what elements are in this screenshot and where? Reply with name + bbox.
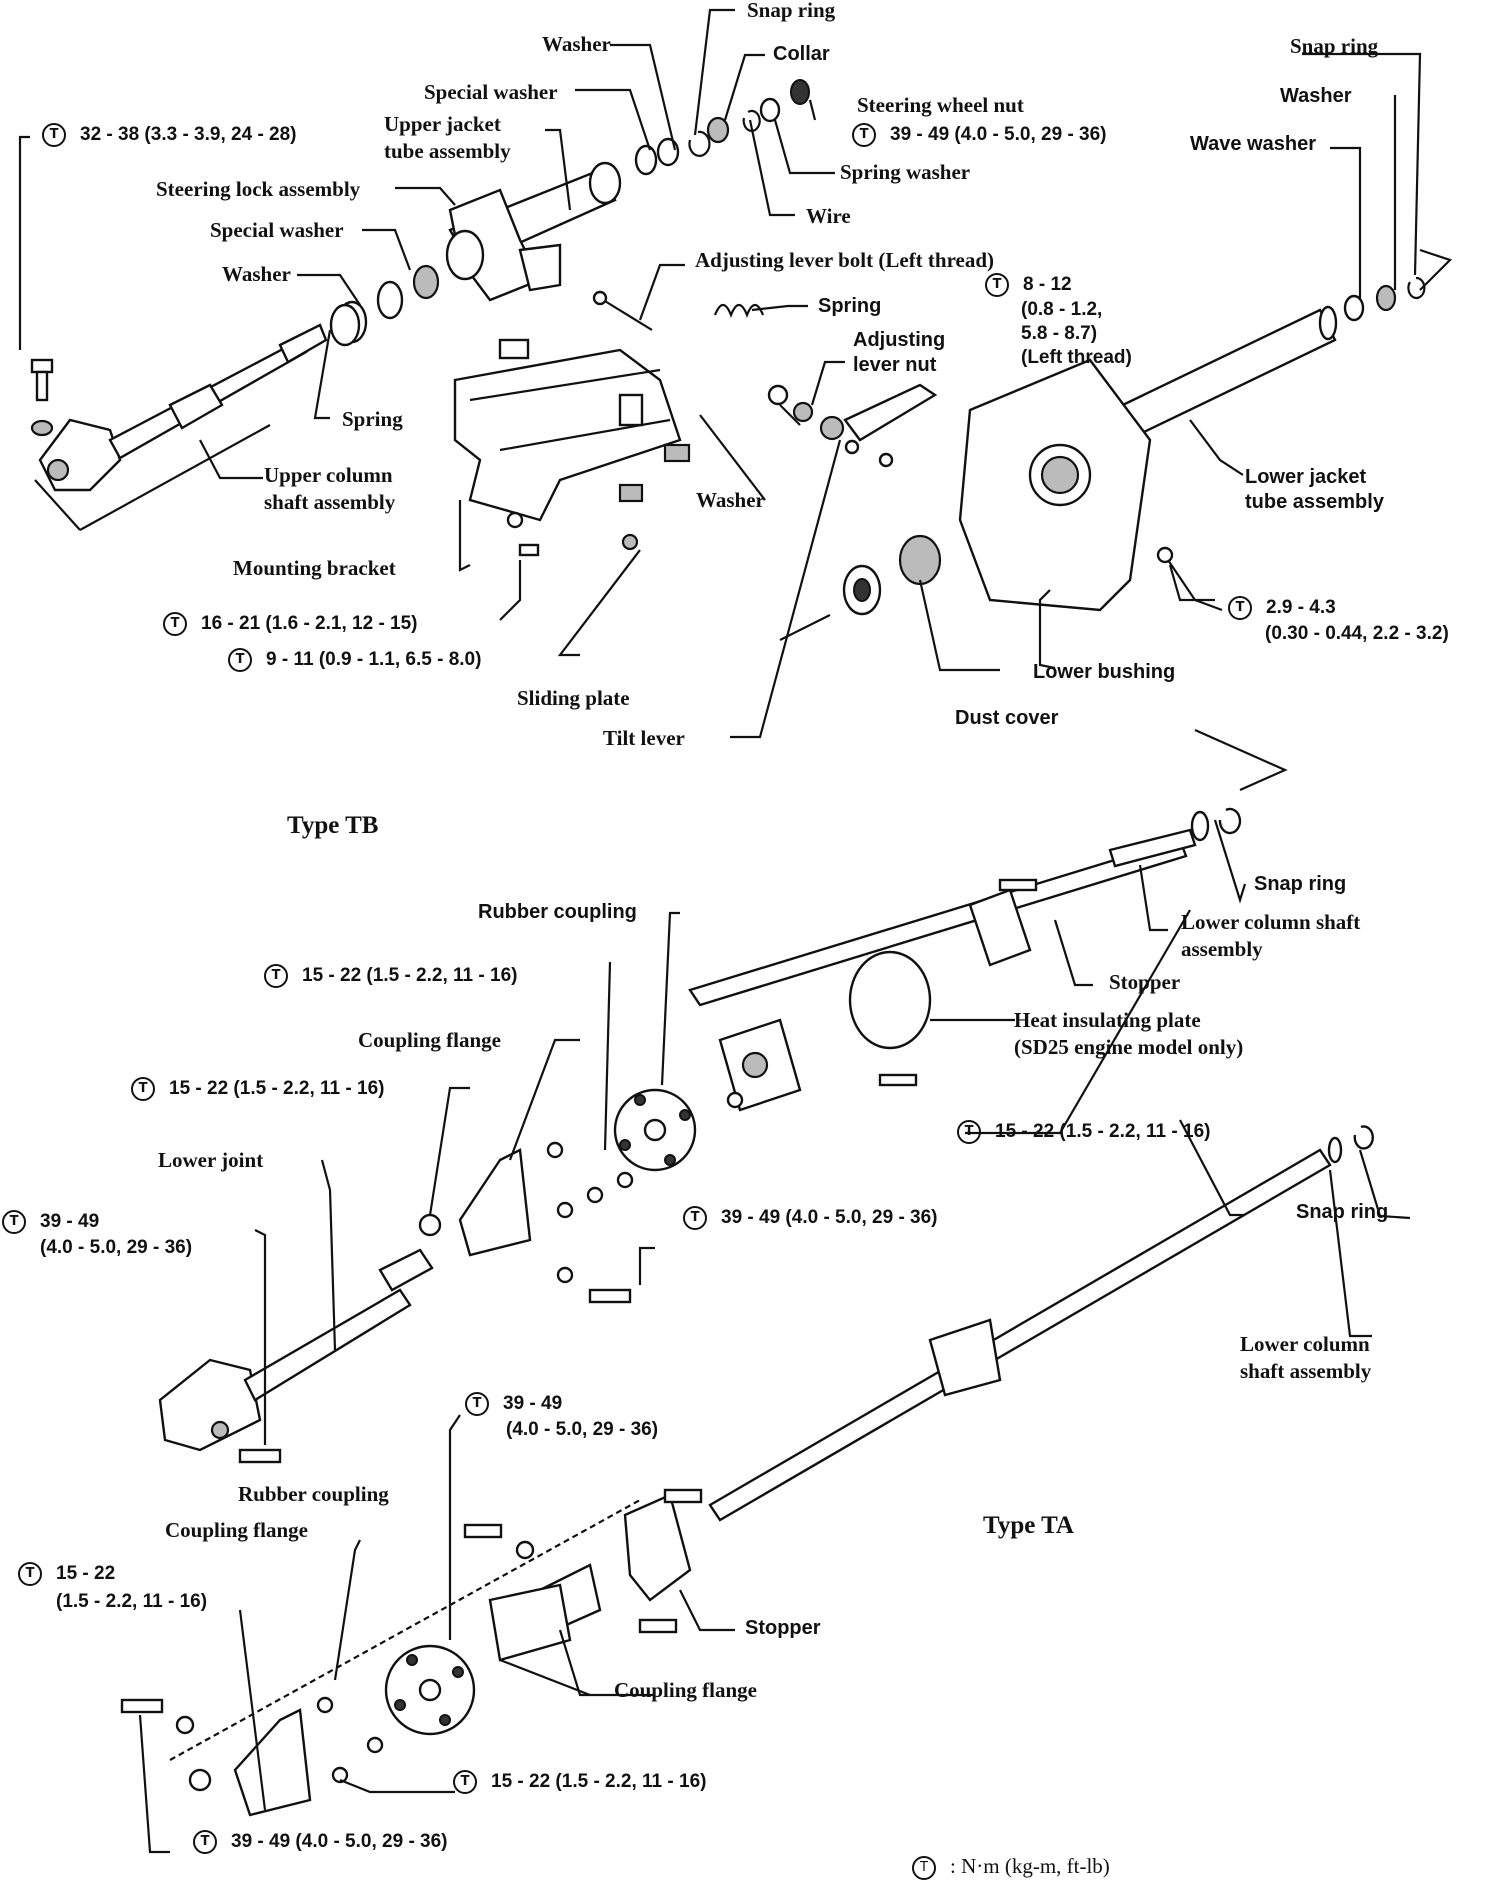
label-rubber-coupling-tb: Rubber coupling	[478, 901, 637, 923]
label-sliding-plate: Sliding plate	[517, 686, 630, 710]
label-spring-left: Spring	[342, 407, 403, 431]
label-special-washer-top: Special washer	[424, 80, 558, 104]
label-coupling-flange-tb: Coupling flange	[358, 1028, 501, 1052]
label-heat-plate-2: (SD25 engine model only)	[1014, 1035, 1244, 1059]
legend-text: : N·m (kg-m, ft-lb)	[950, 1854, 1110, 1878]
label-adjusting-nut-2: lever nut	[853, 354, 937, 376]
label-spring-right: Spring	[818, 295, 882, 317]
label-lower-col-tb-2: assembly	[1181, 937, 1263, 961]
label-upper-jacket-2: tube assembly	[384, 139, 511, 163]
label-lower-jacket-1: Lower jacket	[1245, 466, 1367, 488]
label-washer-mid: Washer	[222, 262, 291, 286]
torque-icon: T	[453, 1770, 477, 1794]
label-steering-lock: Steering lock assembly	[156, 177, 361, 201]
label-stopper-ta: Stopper	[745, 1617, 821, 1639]
label-adjusting-nut-1: Adjusting	[853, 329, 946, 351]
label-collar: Collar	[773, 43, 830, 65]
torque-2-9-4-3-line2: (0.30 - 0.44, 2.2 - 3.2)	[1265, 623, 1449, 644]
lower-jacket-tube-drawing	[958, 305, 1338, 612]
label-lower-col-ta-2: shaft assembly	[1240, 1359, 1372, 1383]
label-special-washer-mid: Special washer	[210, 218, 344, 242]
torque-icon: T	[163, 612, 187, 636]
mounting-bracket-drawing	[453, 338, 691, 557]
label-washer-low: Washer	[696, 488, 765, 512]
torque-icon: T	[193, 1830, 217, 1854]
label-snap-ring-r: Snap ring	[1290, 34, 1379, 58]
torque-icon: T	[1228, 596, 1252, 620]
label-lower-joint: Lower joint	[158, 1148, 264, 1172]
torque-icon: T	[2, 1210, 26, 1234]
torque-icon: T	[957, 1120, 981, 1144]
label-washer-top: Washer	[542, 32, 611, 56]
torque-icon: T	[985, 273, 1009, 297]
torque-icon: T	[228, 648, 252, 672]
label-wire: Wire	[806, 204, 851, 228]
label-adjusting-lever-bolt: Adjusting lever bolt (Left thread)	[695, 248, 995, 272]
torque-icon: T	[912, 1856, 936, 1880]
torque-ta-39-49-line2: (4.0 - 5.0, 29 - 36)	[506, 1419, 659, 1440]
label-washer-r: Washer	[1280, 85, 1352, 107]
torque-ta-15-22-line2: (1.5 - 2.2, 11 - 16)	[56, 1591, 208, 1612]
label-lower-jacket-2: tube assembly	[1245, 491, 1384, 513]
torque-icon: T	[131, 1077, 155, 1101]
label-heat-plate-1: Heat insulating plate	[1014, 1008, 1201, 1032]
label-spring-washer: Spring washer	[840, 160, 971, 184]
upper-jacket-tube-drawing	[445, 161, 622, 302]
title-type-tb: Type TB	[287, 812, 379, 839]
label-rubber-coupling-ta: Rubber coupling	[238, 1482, 389, 1506]
label-stopper-tb: Stopper	[1109, 970, 1181, 994]
torque-icon: T	[264, 964, 288, 988]
torque-icon: T	[42, 123, 66, 147]
torque-icon: T	[18, 1562, 42, 1586]
torque-lower-joint-line2: (4.0 - 5.0, 29 - 36)	[40, 1237, 193, 1258]
type-tb-lower-shaft-drawing	[158, 807, 1242, 1464]
label-coupling-flange-ta: Coupling flange	[165, 1518, 308, 1542]
torque-icon: T	[683, 1206, 707, 1230]
title-type-ta: Type TA	[983, 1512, 1074, 1539]
label-tilt-lever: Tilt lever	[603, 726, 685, 750]
torque-icon: T	[852, 123, 876, 147]
label-upper-col-2: shaft assembly	[264, 490, 396, 514]
torque-icon: T	[465, 1392, 489, 1416]
label-snap-ring-top: Snap ring	[747, 0, 836, 22]
bolt-top-left-drawing	[30, 358, 54, 437]
torque-adjusting-nut-line3: 5.8 - 8.7)	[1021, 323, 1098, 344]
label-snap-ring-tb: Snap ring	[1254, 873, 1347, 895]
leader-lines	[18, 8, 1422, 1854]
label-mounting-bracket: Mounting bracket	[233, 556, 396, 580]
torque-adjusting-nut-line2: (0.8 - 1.2,	[1021, 299, 1103, 320]
label-dust-cover: Dust cover	[955, 707, 1059, 729]
label-coupling-flange-ta2: Coupling flange	[614, 1678, 757, 1702]
upper-column-shaft-drawing	[34, 323, 328, 531]
label-wave-washer: Wave washer	[1190, 133, 1316, 155]
torque-adjusting-nut-line4: (Left thread)	[1021, 347, 1132, 368]
label-steering-wheel-nut: Steering wheel nut	[857, 93, 1024, 117]
label-lower-bushing: Lower bushing	[1033, 661, 1176, 683]
label-lower-col-tb-1: Lower column shaft	[1181, 910, 1361, 934]
label-upper-col-1: Upper column	[264, 463, 393, 487]
label-upper-jacket-1: Upper jacket	[384, 112, 501, 136]
type-ta-lower-shaft-drawing	[120, 1125, 1374, 1817]
label-lower-col-ta-1: Lower column	[1240, 1332, 1370, 1356]
label-snap-ring-ta: Snap ring	[1296, 1201, 1389, 1223]
legend: T : N·m (kg-m, ft-lb)	[912, 1854, 1110, 1880]
